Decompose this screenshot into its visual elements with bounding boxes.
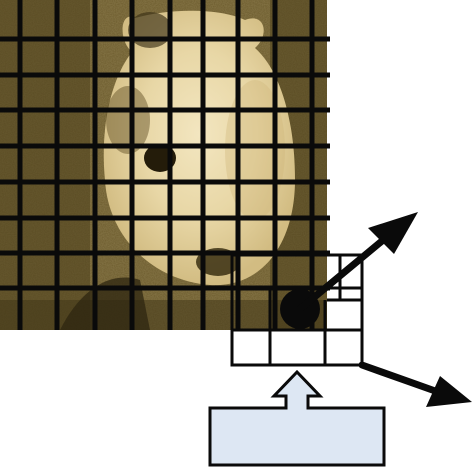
output-block xyxy=(208,369,386,467)
photo-grid xyxy=(0,0,330,330)
vector-down-right xyxy=(358,361,472,407)
up-arrow-icon xyxy=(270,369,324,412)
arrowhead-icon xyxy=(368,212,418,254)
vector-up-right xyxy=(296,212,418,313)
zoomed-cell xyxy=(230,253,364,367)
panda-photo xyxy=(0,0,327,330)
output-box xyxy=(208,406,386,467)
zoomed-cell-border xyxy=(230,253,364,367)
arrowhead-icon xyxy=(426,376,472,407)
